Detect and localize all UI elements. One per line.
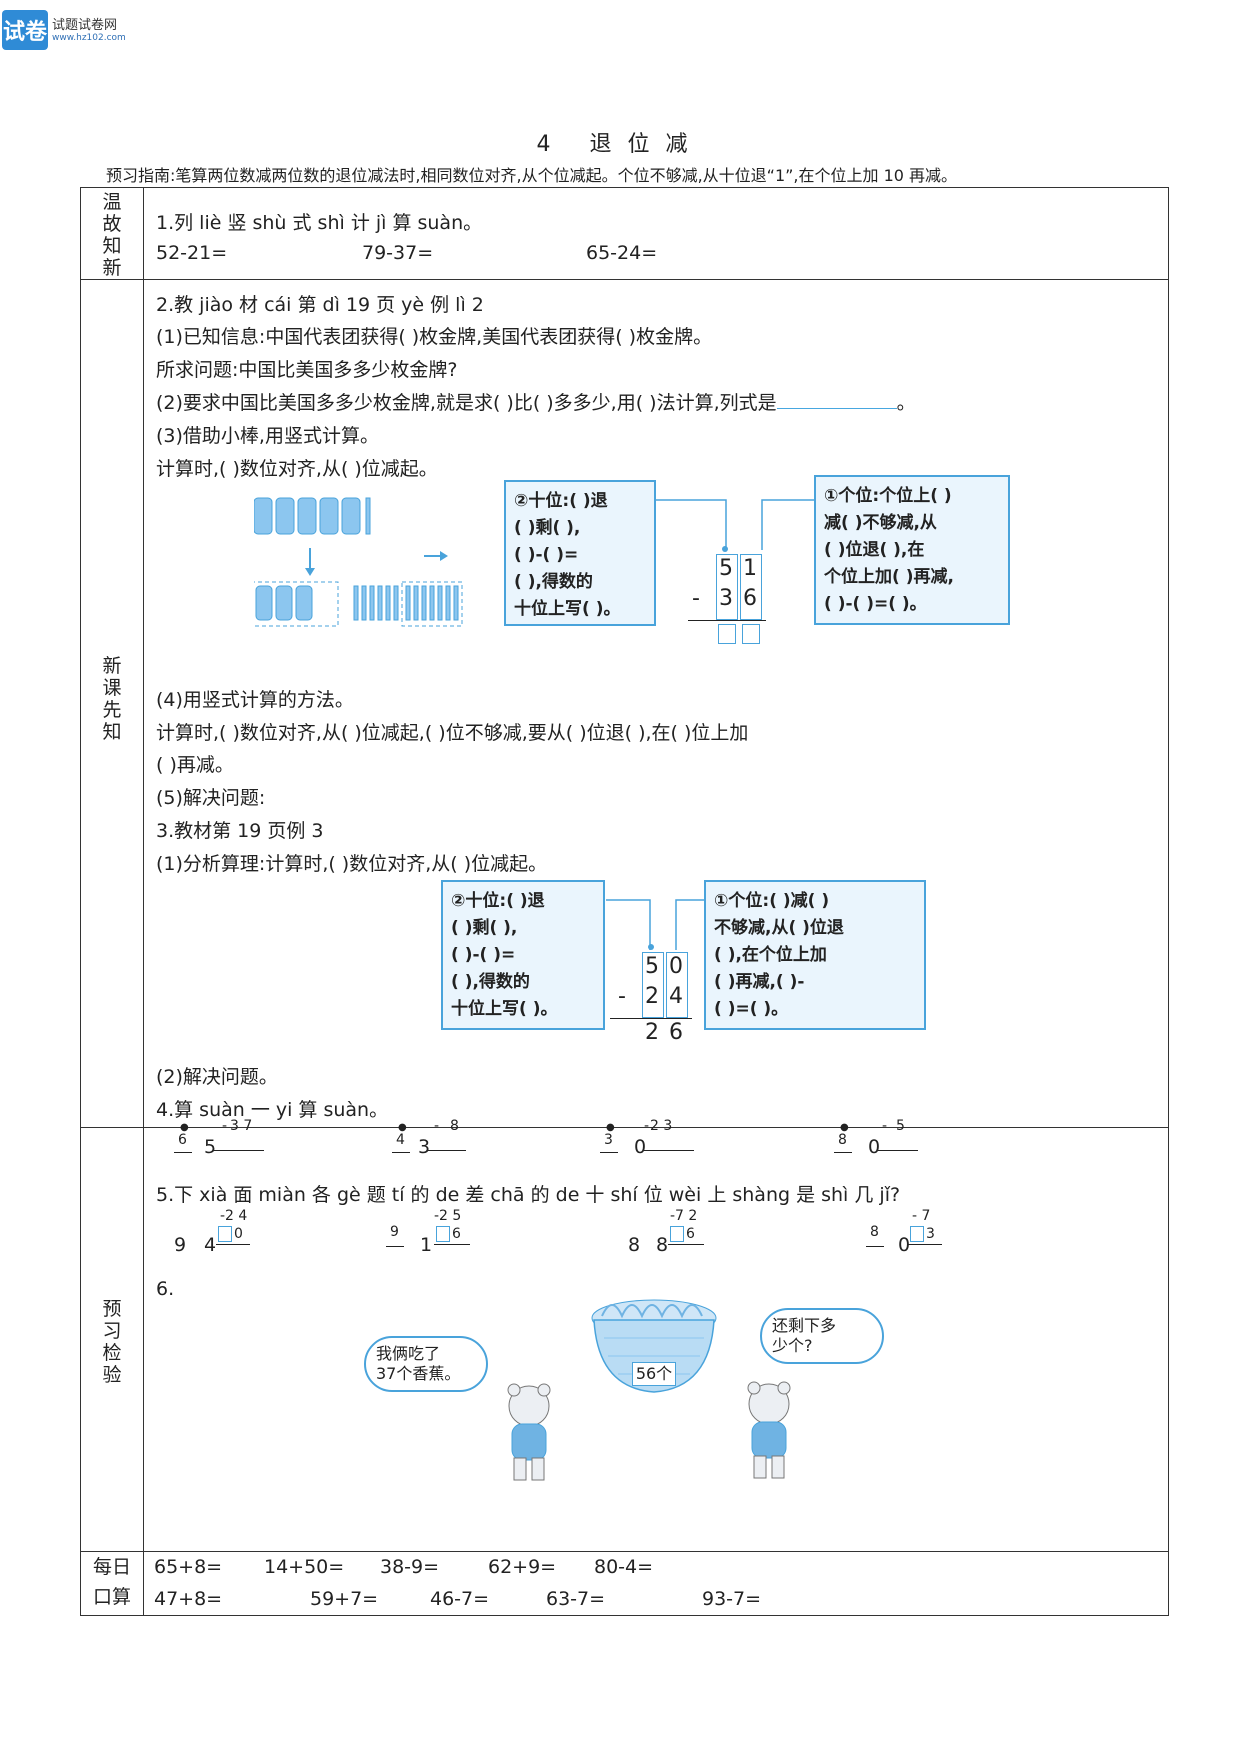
calc-b-result-ones: 6 — [669, 1020, 683, 1045]
borrow-dot-b — [648, 944, 654, 950]
bear-icon — [507, 1383, 551, 1481]
sticks-illustration — [254, 497, 463, 627]
question-asked: 所求问题:中国比美国多多少枚金牌? — [156, 359, 458, 381]
daily-expr: 47+8= — [154, 1588, 223, 1610]
analysis: (1)分析算理:计算时,( )数位对齐,从( )位减起。 — [156, 853, 548, 875]
daily-expr: 63-7= — [546, 1588, 606, 1610]
answer-blank[interactable] — [776, 407, 897, 409]
daily-label-2: 口算 — [92, 1586, 131, 1608]
daily-expr: 59+7= — [310, 1588, 379, 1610]
calc-a-top-ones: 1 — [743, 556, 757, 581]
speech-bubble-right: 还剩下多 少个? — [760, 1308, 884, 1364]
calc-b-bottom-ones: 4 — [669, 984, 683, 1009]
banana-basket-illustration — [591, 1299, 717, 1393]
question-2: 2.教 jiào 材 cái 第 dì 19 页 yè 例 lì 2 — [156, 294, 484, 316]
part-4-fill: 计算时,( )数位对齐,从( )位减起,( )位不够减,要从( )位退( ),在… — [156, 722, 749, 744]
review-content: 1.列 liè 竖 shù 式 shì 计 jì 算 suàn。 52-21= … — [143, 187, 1169, 280]
question-1: 1.列 liè 竖 shù 式 shì 计 jì 算 suàn。 — [156, 212, 483, 234]
callout-lines-b — [606, 899, 704, 950]
part-2-end: 。 — [896, 392, 916, 414]
new-label: 新课先知 — [102, 655, 122, 743]
worksheet-table: 温故知新 1.列 liè 竖 shù 式 shì 计 jì 算 suàn。 52… — [80, 187, 1169, 1616]
speech-bubble-left: 我俩吃了 37个香蕉。 — [364, 1336, 488, 1392]
callout-lines — [656, 499, 814, 550]
part-2: (2)要求中国比美国多多少枚金牌,就是求( )比( )多多少,用( )法计算,列… — [156, 388, 916, 415]
calc-b-result-tens: 2 — [645, 1020, 659, 1045]
tens-explain-box: ②十位:( )退 ( )剩( ), ( )-( )= ( ),得数的 十位上写(… — [504, 480, 656, 626]
daily-expr: 62+9= — [488, 1556, 557, 1578]
daily-expr: 14+50= — [264, 1556, 345, 1578]
part-3: (3)借助小棒,用竖式计算。 — [156, 425, 379, 447]
daily-expr: 93-7= — [702, 1588, 762, 1610]
basket-count-label: 56个 — [632, 1362, 676, 1386]
site-url: www.hz102.com — [52, 33, 126, 43]
ones-column-b — [666, 952, 688, 1018]
check-label-cell: 预习检验 — [80, 1127, 144, 1552]
daily-label-cell: 每日 口算 — [80, 1551, 144, 1616]
part-b-2: (2)解决问题。 — [156, 1066, 278, 1088]
check-label: 预习检验 — [102, 1298, 122, 1386]
tens-column — [716, 554, 738, 620]
daily-expr: 46-7= — [430, 1588, 490, 1610]
known-info: (1)已知信息:中国代表团获得( )枚金牌,美国代表团获得( )枚金牌。 — [156, 326, 713, 348]
site-name: 试题试卷网 — [52, 18, 118, 33]
calc-a-top-tens: 5 — [719, 556, 733, 581]
calc-a-bottom-tens: 3 — [719, 586, 733, 611]
page-title: 4 退位减 — [536, 132, 704, 157]
daily-expr: 80-4= — [594, 1556, 654, 1578]
calc-b-bottom-tens: 2 — [645, 984, 659, 1009]
calc-b-line — [610, 1018, 692, 1019]
question-5: 5.下 xià 面 miàn 各 gè 题 tí 的 de 差 chā 的 de… — [156, 1184, 901, 1206]
tens-column-b — [642, 952, 664, 1018]
expr-1: 52-21= — [156, 242, 228, 264]
calc-a-bottom-ones: 6 — [743, 586, 757, 611]
part-4-fill-2: ( )再减。 — [156, 754, 234, 776]
calc-a-line — [688, 620, 766, 621]
bear-icon — [747, 1381, 791, 1479]
borrow-dot — [722, 546, 728, 552]
check-content: 5.下 xià 面 miàn 各 gè 题 tí 的 de 差 chā 的 de… — [143, 1127, 1169, 1552]
tens-explain-box-b: ②十位:( )退 ( )剩( ), ( )-( )= ( ),得数的 十位上写(… — [441, 880, 605, 1030]
calc-b-top-tens: 5 — [645, 954, 659, 979]
calc-b-top-ones: 0 — [669, 954, 683, 979]
expr-2: 79-37= — [362, 242, 434, 264]
review-label: 温故知新 — [102, 191, 122, 279]
new-content: 2.教 jiào 材 cái 第 dì 19 页 yè 例 lì 2 (1)已知… — [143, 279, 1169, 1158]
ones-explain-box: ①个位:个位上( ) 减( )不够减,从 ( )位退( ),在 个位上加( )再… — [814, 475, 1010, 625]
daily-label-1: 每日 — [92, 1556, 131, 1578]
daily-expr: 65+8= — [154, 1556, 223, 1578]
site-logo: 试卷 — [2, 10, 48, 50]
ones-column — [740, 554, 762, 620]
answer-box-tens[interactable] — [718, 624, 736, 644]
new-label-cell: 新课先知 — [80, 279, 144, 1128]
part-3-fill: 计算时,( )数位对齐,从( )位减起。 — [156, 458, 438, 480]
part-4: (4)用竖式计算的方法。 — [156, 689, 354, 711]
daily-expr: 38-9= — [380, 1556, 440, 1578]
calc-a-minus: - — [692, 586, 700, 611]
calc-b-minus: - — [618, 984, 626, 1009]
daily-content: 65+8= 14+50= 38-9= 62+9= 80-4= 47+8= 59+… — [143, 1551, 1169, 1616]
ones-explain-box-b: ①个位:( )减( ) 不够减,从( )位退 ( ),在个位上加 ( )再减,(… — [704, 880, 926, 1030]
answer-box-ones[interactable] — [742, 624, 760, 644]
expr-3: 65-24= — [586, 242, 658, 264]
question-4: 4.算 suàn 一 yi 算 suàn。 — [156, 1099, 389, 1121]
question-3: 3.教材第 19 页例 3 — [156, 820, 324, 842]
question-6: 6. — [156, 1278, 175, 1300]
part-5: (5)解决问题: — [156, 787, 266, 809]
review-label-cell: 温故知新 — [80, 187, 144, 280]
part-2-text: (2)要求中国比美国多多少枚金牌,就是求( )比( )多多少,用( )法计算,列… — [156, 392, 777, 414]
preview-guide: 预习指南:笔算两位数减两位数的退位减法时,相同数位对齐,从个位减起。个位不够减,… — [106, 166, 958, 185]
